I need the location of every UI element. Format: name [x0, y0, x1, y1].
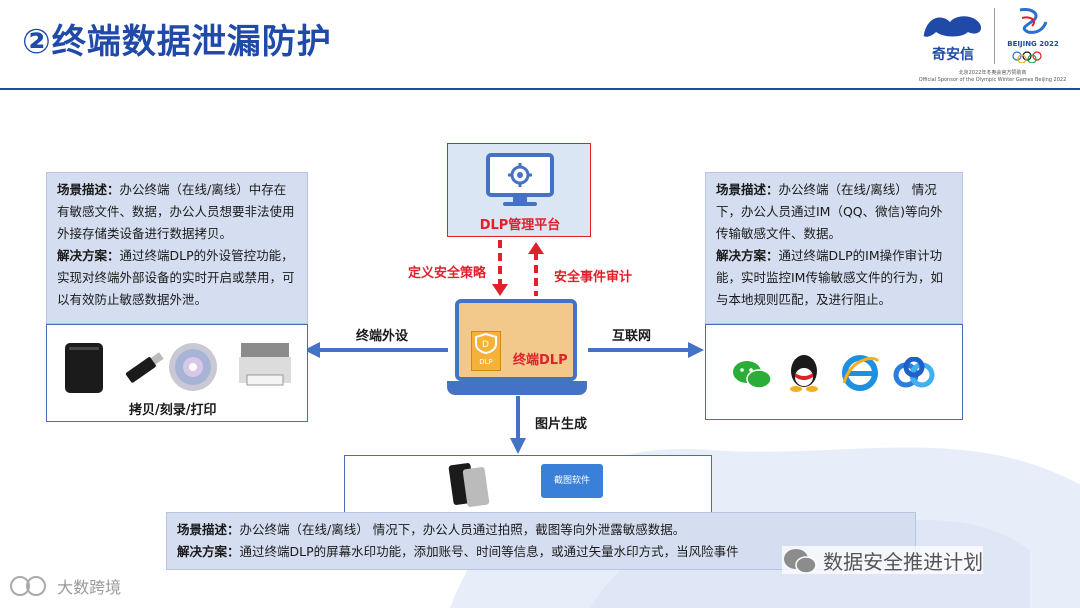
phone-tablet-icon [448, 463, 490, 507]
sponsor-lines: 北京2022年冬奥会官方赞助商 Official Sponsor of the … [910, 70, 1075, 84]
audit-event-label: 安全事件审计 [554, 270, 633, 285]
wechat-icon [733, 361, 772, 389]
bottom-solution-title: 解决方案： [177, 544, 240, 559]
right-scene-title: 场景描述： [716, 182, 779, 197]
right-solution-text: 通过终端DLP的IM操作审计功能，实时监控IM传输敏感文件的行为，如与本地规则匹… [716, 248, 943, 307]
terminal-dlp-label: 终端DLP [513, 353, 568, 368]
left-arrow [304, 342, 448, 358]
bottom-scene-text: 办公终端（在线/离线） 情况下，办公人员通过拍照，截图等向外泄露敏感数据。 [239, 522, 686, 537]
dlp-platform-box: DLP管理平台 [447, 143, 591, 237]
beijing-2022-text: BEIJING 2022 [1007, 40, 1059, 48]
beijing-2022-logo: BEIJING 2022 [998, 6, 1068, 66]
usb-drive-icon [125, 352, 164, 383]
left-scene-title: 场景描述： [57, 182, 120, 197]
wechat-account-watermark: 数据安全推进计划 [782, 546, 984, 574]
wechat-account-name: 数据安全推进计划 [823, 550, 984, 574]
peripheral-label: 终端外设 [356, 329, 409, 344]
page-title: ②终端数据泄漏防护 [22, 22, 332, 62]
qianxin-mascot-icon [923, 16, 982, 37]
sponsor-line-en: Official Sponsor of the Olympic Winter G… [918, 77, 1067, 83]
policy-arrow-head [492, 284, 508, 296]
baidu-netdisk-icon [893, 357, 935, 388]
right-app-panel [705, 324, 963, 420]
laptop-base [447, 381, 587, 395]
bottom-left-watermark-text: 大数跨境 [57, 578, 122, 597]
bottom-left-watermark: 大数跨境 [8, 574, 121, 598]
right-description-box: 场景描述：办公终端（在线/离线） 情况下，办公人员通过IM（QQ、微信)等向外传… [705, 172, 963, 324]
left-solution-text: 通过终端DLP的外设管控功能，实现对终端外部设备的实时开启或禁用，可以有效防止敏… [57, 248, 295, 307]
dlp-badge-icon: D DLP [471, 331, 501, 371]
wechat-watermark-icon [784, 548, 817, 574]
down-arrow [510, 396, 526, 454]
screenshot-software-label: 截图软件 [553, 476, 590, 486]
qianxin-logo: 奇安信 [918, 10, 988, 63]
left-description-box: 场景描述：办公终端（在线/离线）中存在有敏感文件、数据，办公人员想要非法使用外接… [46, 172, 308, 324]
printer-icon [239, 343, 291, 386]
sponsor-line-cn: 北京2022年冬奥会官方赞助商 [958, 70, 1027, 76]
winter-games-emblem-icon [1019, 8, 1048, 34]
left-scene-text: 办公终端（在线/离线）中存在有敏感文件、数据，办公人员想要非法使用外接存储类设备… [57, 182, 295, 241]
audit-arrow-head [528, 242, 544, 254]
olympic-rings-icon [1012, 51, 1042, 64]
left-solution-title: 解决方案： [57, 248, 120, 263]
cd-disc-icon [169, 343, 217, 391]
logo-divider [994, 8, 995, 64]
watermark-logo-icon [10, 576, 46, 596]
internet-label: 互联网 [612, 329, 652, 344]
policy-audit-arrows [492, 240, 544, 296]
right-scene-text: 办公终端（在线/离线） 情况下，办公人员通过IM（QQ、微信)等向外传输敏感文件… [716, 182, 943, 241]
bottom-scene-title: 场景描述： [177, 522, 240, 537]
image-generation-label: 图片生成 [535, 417, 588, 432]
left-device-panel: 拷贝/刻录/打印 [46, 324, 308, 422]
define-policy-label: 定义安全策略 [408, 266, 487, 281]
right-solution-title: 解决方案： [716, 248, 779, 263]
bottom-solution-text: 通过终端DLP的屏幕水印功能，添加账号、时间等信息，或通过矢量水印方式，当风险事… [239, 544, 739, 559]
svg-text:D: D [482, 340, 489, 350]
qianxin-brand-text: 奇安信 [932, 47, 974, 63]
qq-icon [790, 355, 818, 392]
shield-icon: D [475, 332, 497, 355]
copy-burn-print-caption: 拷贝/刻录/打印 [129, 403, 217, 418]
monitor-gear-icon [486, 153, 554, 206]
external-hard-drive-icon [65, 343, 103, 393]
dlp-platform-label: DLP管理平台 [479, 218, 561, 233]
dlp-badge-text: DLP [479, 358, 493, 366]
ie-browser-icon [842, 355, 880, 391]
right-arrow [588, 342, 704, 358]
title-underline [0, 88, 1080, 90]
screenshot-software-icon: 截图软件 [541, 464, 603, 498]
laptop-screen: D DLP 终端DLP [455, 299, 577, 381]
